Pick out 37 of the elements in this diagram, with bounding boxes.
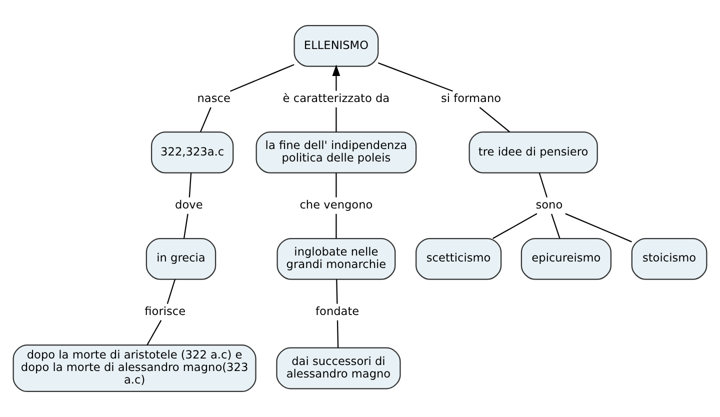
connector	[183, 214, 188, 239]
connector	[378, 62, 453, 92]
connector	[230, 64, 294, 92]
connector	[336, 279, 338, 304]
node-box: in grecia	[146, 238, 216, 280]
node-box: la fine dell' indipendenza politica delle poleis	[256, 131, 417, 174]
node-text: dove	[175, 198, 203, 212]
node-box: 322,323a.c	[150, 131, 234, 174]
node-text: nasce	[197, 91, 230, 106]
connector	[336, 107, 337, 132]
connector	[200, 107, 212, 132]
node-text: si formano	[441, 91, 502, 106]
node-text: è caratterizzato da	[282, 91, 390, 106]
connector	[336, 320, 339, 348]
node-box: dai successori di alessandro magno	[276, 347, 401, 390]
node-box: inglobate nelle grandi monarchie	[276, 238, 396, 280]
connector	[479, 106, 510, 132]
connector	[492, 213, 538, 240]
node-box: scetticismo	[416, 238, 502, 280]
connector	[336, 172, 337, 198]
arrow	[332, 64, 340, 91]
connector	[146, 320, 162, 346]
connector	[188, 172, 192, 198]
connector	[551, 214, 560, 239]
node-text: sono	[536, 198, 563, 212]
node-text: fiorisce	[144, 304, 186, 318]
node-text: fondate	[316, 304, 360, 318]
connector	[565, 213, 632, 242]
node-box: epicureismo	[520, 238, 612, 280]
node-box: tre idee di pensiero	[468, 131, 598, 174]
node-box: ELLENISMO	[294, 24, 379, 67]
connector	[166, 279, 176, 304]
node-box: dopo la morte di aristotele (322 a.c) e dopo la morte di alessandro magno(323 a.c)	[12, 344, 256, 392]
connector	[538, 172, 548, 198]
node-box: stoicismo	[631, 238, 708, 280]
connector	[336, 214, 337, 238]
node-text: che vengono	[300, 198, 373, 212]
